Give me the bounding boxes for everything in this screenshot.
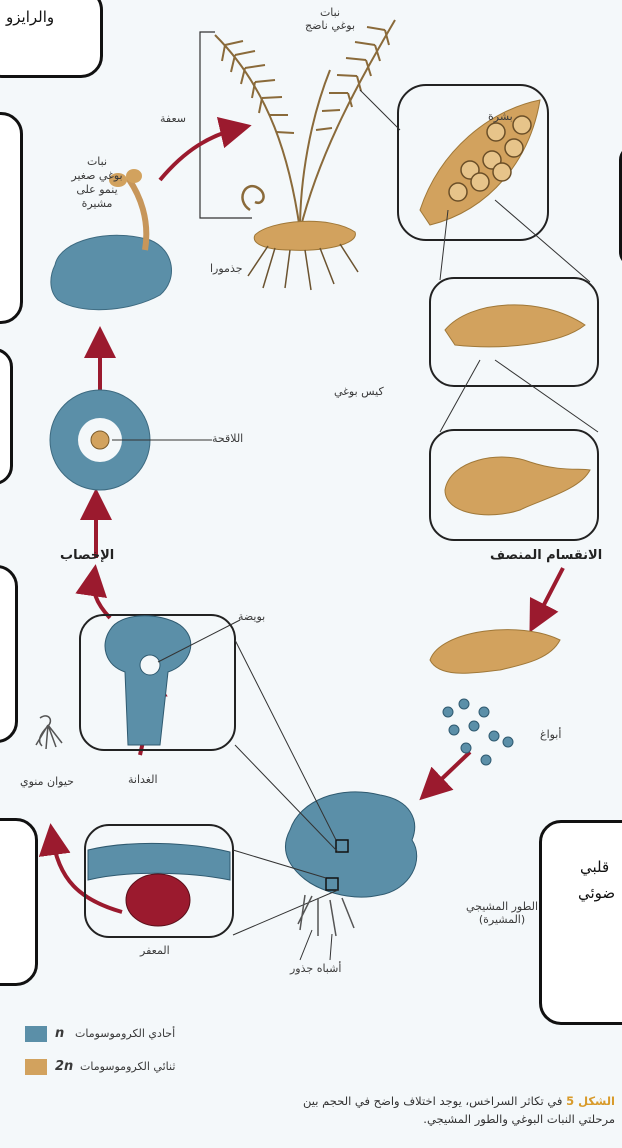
spore-dots [443, 699, 513, 765]
young-sporophyte-line-2: بوغي صغير [62, 169, 132, 183]
released-sporangium [430, 630, 560, 674]
caption-text-1: في تكاثر السراخس، يوجد اختلاف واضح في ال… [303, 1094, 562, 1108]
legend-haploid-symbol: n [55, 1026, 64, 1041]
gametophyte-line-1: الطور المشيجي [452, 900, 552, 913]
mature-sporophyte-line-1: نبات [275, 6, 385, 19]
gametophyte-shape [285, 792, 416, 897]
legend-diploid-text: ثنائي الكروموسومات [80, 1060, 175, 1073]
young-sporophyte-line-3: ينمو على [62, 183, 132, 197]
egg-cell [140, 655, 160, 675]
meiosis-label: الانقسام المنصف [490, 548, 602, 563]
young-gametophyte-base [51, 235, 172, 309]
overlay-box-left-3[interactable] [0, 565, 18, 743]
caption-line-2: مرحلتي النبات البوغي والطور المشيجي. [100, 1110, 615, 1128]
sporangium-shape [445, 457, 590, 515]
overlay-top-left-text: والرايزو [6, 8, 54, 26]
overlay-bottom-right-line-2: ضوئي [578, 884, 615, 902]
rhizome-shape [254, 221, 355, 250]
frond-label: سعفة [160, 112, 186, 125]
sperm-label: حيوان منوي [20, 775, 74, 788]
gametophyte-label: الطور المشيجي (المشيرة) [452, 900, 552, 926]
overlay-box-left-2[interactable] [0, 348, 13, 485]
young-sporophyte-line-4: مشيرة [62, 197, 132, 211]
rhizoids-label: أشباه جذور [290, 962, 341, 975]
arrow-arch-to-fert [93, 576, 110, 618]
overlay-box-bottom-right[interactable] [539, 820, 622, 1025]
antheridium-label: المعفر [140, 944, 170, 957]
legend-diploid-symbol: 2n [55, 1059, 73, 1074]
caption-figure-number: الشكل 5 [566, 1094, 615, 1108]
caption-line-1: الشكل 5 في تكاثر السراخس، يوجد اختلاف وا… [100, 1092, 615, 1110]
mature-sporophyte-line-2: بوغي ناضج [275, 19, 385, 32]
egg-label: بويضة [238, 610, 265, 623]
legend-haploid-swatch [25, 1026, 47, 1042]
young-sporophyte-label: نبات بوغي صغير ينمو على مشيرة [62, 155, 132, 211]
arrow-spores-to-game [428, 752, 470, 792]
gametophyte-line-2: (المشيرة) [452, 913, 552, 926]
spores-label: أبواغ [540, 728, 561, 741]
sporangium-label: كيس بوغي [334, 385, 384, 398]
gametophyte-zoom-lines [233, 640, 338, 935]
overlay-box-left-1[interactable] [0, 112, 23, 324]
archegonium-label: الغدانة [128, 773, 158, 786]
mature-fern-fronds [215, 20, 395, 230]
epidermis-label: بشرة [488, 110, 513, 123]
mature-sporophyte-label: نبات بوغي ناضج [275, 6, 385, 32]
overlay-bottom-right-line-1: قلبي [580, 858, 609, 876]
fertilization-label: الإخصاب [60, 548, 114, 563]
zygote-label: اللاقحة [212, 432, 243, 445]
legend-diploid-swatch [25, 1059, 47, 1075]
sperm-drawing [36, 716, 62, 749]
arrow-meiosis [535, 568, 563, 622]
antheridium-body [126, 874, 190, 926]
figure-caption: الشكل 5 في تكاثر السراخس، يوجد اختلاف وا… [100, 1092, 615, 1128]
fern-roots [248, 244, 358, 290]
rhizoid-lines [298, 895, 354, 936]
sorus-section-shape [445, 305, 585, 347]
zygote-cell [91, 431, 109, 449]
young-sporophyte-line-1: نبات [62, 155, 132, 169]
overlay-box-left-4[interactable] [0, 818, 38, 986]
rhizoid-leader [300, 930, 332, 960]
rhizome-label: جذمورا [210, 262, 243, 275]
archegonium-shape [105, 616, 191, 745]
legend-haploid-text: أحادي الكروموسومات [75, 1027, 175, 1040]
